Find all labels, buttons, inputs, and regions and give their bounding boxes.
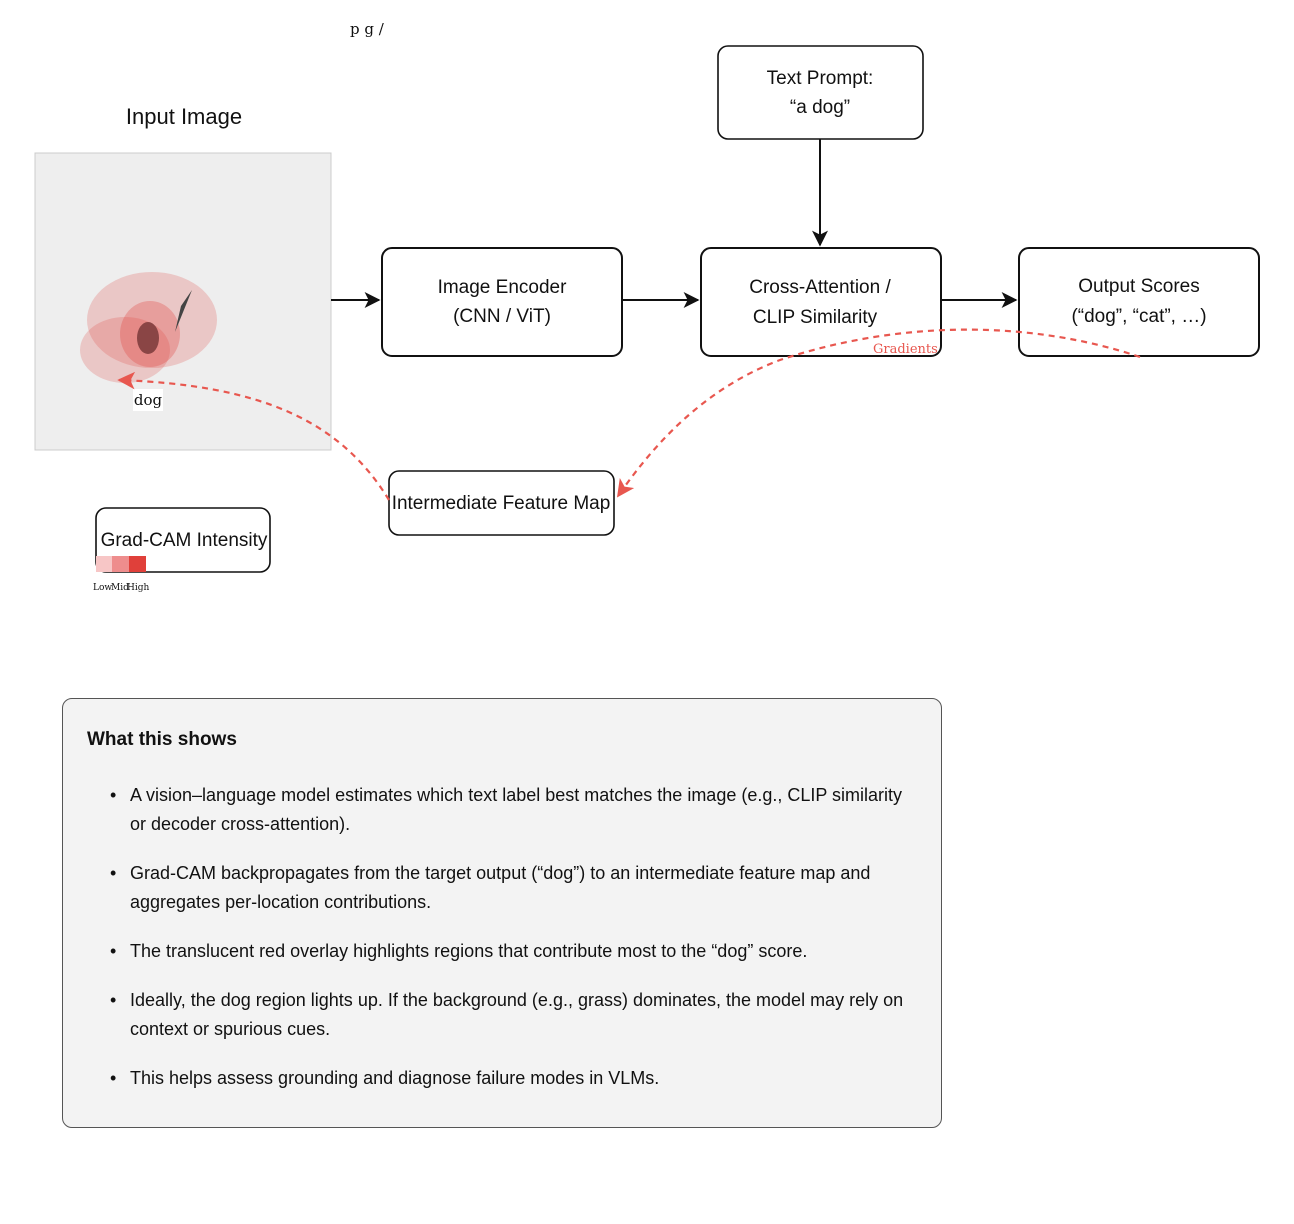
gradcam-heatmap-overlay [80,272,217,383]
legend-label-mid: Mid [111,583,129,593]
feature-map-label: Intermediate Feature Map [392,493,611,514]
dog-label: dog [134,391,163,409]
explanation-title: What this shows [87,729,237,750]
image-encoder-line2: (CNN / ViT) [453,306,551,327]
legend-title: Grad-CAM Intensity [101,530,268,551]
cross-attention-line1: Cross-Attention / [749,277,891,298]
cross-attention-line2: CLIP Similarity [753,307,878,328]
gradients-label: Gradients [873,342,938,357]
dog-label-bg [133,389,163,411]
feature-map-node [388,470,615,536]
gradient-arrow-output-to-feature [616,328,1141,498]
image-encoder-line1: Image Encoder [438,277,568,298]
image-encoder-node [381,247,623,357]
gradient-arrow-feature-to-image [117,371,390,501]
input-image-title: Input Image [126,104,242,129]
heatmap-blob-outer [87,272,217,368]
explanation-list: A vision–language model estimates which … [87,781,917,1093]
text-prompt-node [717,45,924,140]
output-scores-node [1018,247,1260,357]
legend-swatch-mid [112,556,129,572]
legend-label-low: Low [93,583,112,593]
legend-swatch-high [129,556,146,572]
dog-head-shape [137,322,159,354]
output-scores-line2: (“dog”, “cat”, …) [1071,306,1206,327]
legend-label-high: High [127,583,149,593]
input-image-canvas [34,152,332,451]
explanation-bullet: Grad-CAM backpropagates from the target … [110,859,917,917]
output-scores-line1: Output Scores [1078,276,1199,297]
explanation-bullet: A vision–language model estimates which … [110,781,917,839]
explanation-bullet: This helps assess grounding and diagnose… [110,1064,917,1093]
text-prompt-line2: “a dog” [790,97,850,118]
explanation-bullet: The translucent red overlay highlights r… [110,937,917,966]
dog-ear-shape [175,290,192,332]
text-prompt-line1: Text Prompt: [767,68,874,89]
explanation-panel: What this shows A vision–language model … [62,698,942,1128]
cross-attention-node [700,247,942,357]
legend-swatch-low [96,556,112,572]
explanation-bullet: Ideally, the dog region lights up. If th… [110,986,917,1044]
header-partial-text: p g / [350,20,385,38]
